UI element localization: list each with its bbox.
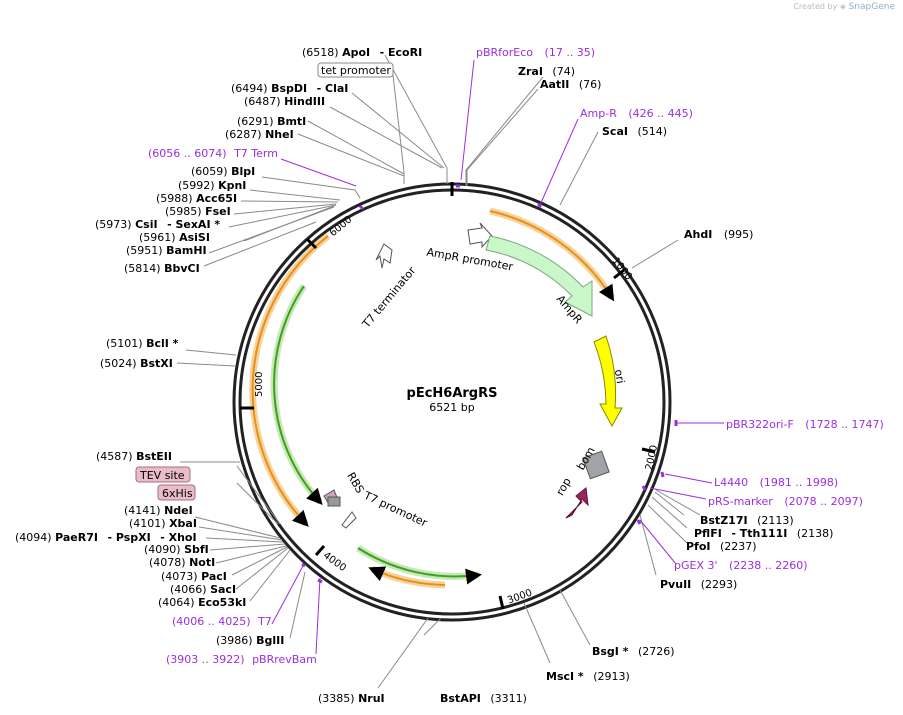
site-ahdi: AhdI (995) <box>684 228 753 241</box>
site-noti: (4078) NotI <box>149 556 215 569</box>
site-bmti: (6291) BmtI <box>237 115 306 128</box>
site-bsgi: BsgI * (2726) <box>592 645 675 658</box>
primer-prs-marker: pRS-marker (2078 .. 2097) <box>708 495 863 508</box>
site-pflfi: PflFI - Tth111I (2138) <box>694 527 833 540</box>
site-bstxi: (5024) BstXI <box>100 357 173 370</box>
site-hindiii: (6487) HindIII <box>244 95 325 108</box>
site-scai: ScaI (514) <box>602 125 667 138</box>
site-bamhi: (5951) BamHI <box>126 244 207 257</box>
his6-label: 6xHis <box>162 487 193 500</box>
brand-name: SnapGene <box>848 2 895 12</box>
t7-terminator-label: T7 terminator <box>359 264 419 331</box>
tet-promoter-box: tet promoter <box>317 62 394 78</box>
leader-lines <box>176 54 701 689</box>
plasmid-name: pEcH6ArgRS <box>407 386 498 401</box>
site-aatii: AatII (76) <box>540 78 601 91</box>
site-bsteii: (4587) BstEII <box>96 450 172 463</box>
site-pvuii: PvuII (2293) <box>660 578 737 591</box>
site-csii: (5973) CsiI - SexAI * <box>95 218 220 231</box>
plasmid-length: 6521 bp <box>429 401 474 414</box>
site-bstz17i: BstZ17I (2113) <box>700 514 794 527</box>
site-asisi: (5961) AsiSI <box>139 231 210 244</box>
tet-promoter-label: tet promoter <box>321 64 391 77</box>
site-nrui: (3385) NruI <box>318 692 385 705</box>
primer-t7: (4006 .. 4025) T7 <box>172 615 272 628</box>
tick-5000: 5000 <box>254 372 265 397</box>
t7-terminator-arrow <box>375 243 393 269</box>
tick-6000: 6000 <box>328 214 355 239</box>
site-nhei: (6287) NheI <box>225 128 294 141</box>
ori-arrow <box>593 335 623 428</box>
primer-marks <box>301 184 678 584</box>
site-saci: (4066) SacI <box>170 583 236 596</box>
rop-arrow <box>565 487 589 519</box>
tick-marks <box>240 182 656 610</box>
primer-pbrforeco: pBRforEco (17 .. 35) <box>476 46 595 59</box>
site-paci: (4073) PacI <box>161 570 227 583</box>
site-fsei: (5985) FseI <box>165 205 231 218</box>
site-bglii: (3986) BglII <box>216 634 284 647</box>
credit-prefix: Created by <box>793 2 838 11</box>
his6-box: 6xHis <box>157 484 196 501</box>
t7-promoter-label: T7 promoter <box>361 488 430 529</box>
rbs-label: RBS <box>344 470 366 496</box>
site-blpi: (6059) BlpI <box>191 165 255 178</box>
ampr-promoter-arrow <box>467 222 493 249</box>
site-bstapi: BstAPI (3311) <box>440 692 527 705</box>
bom-block <box>582 450 610 480</box>
site-bspdi: (6494) BspDI - ClaI <box>231 82 348 95</box>
his6-block <box>327 496 341 507</box>
primer-l4440: L4440 (1981 .. 1998) <box>714 476 838 489</box>
primer-t7-term: (6056 .. 6074) T7 Term <box>148 147 278 160</box>
site-paer7i: (4094) PaeR7I - PspXI - XhoI <box>15 531 197 544</box>
snapgene-logo-icon: ◈ <box>839 2 847 11</box>
site-msci: MscI * (2913) <box>546 670 630 683</box>
primer-pbr322ori-f: pBR322ori-F (1728 .. 1747) <box>726 418 884 431</box>
site-xbai: (4101) XbaI <box>129 517 197 530</box>
tev-site-label: TEV site <box>139 469 185 482</box>
ori-label: ori <box>612 368 627 384</box>
primer-pbrrevbam: (3903 .. 3922) pBRrevBam <box>166 653 317 666</box>
ampr-arrow <box>485 235 593 317</box>
site-acc65i: (5988) Acc65I <box>156 192 237 205</box>
site-zrai: ZraI (74) <box>518 65 575 78</box>
site-kpni: (5992) KpnI <box>178 179 246 192</box>
site-bcli: (5101) BclI * <box>106 337 179 350</box>
site-eco53ki: (4064) Eco53kI <box>158 596 246 609</box>
site-ndei: (4141) NdeI <box>124 504 193 517</box>
t7-promoter-arrow <box>341 511 357 529</box>
site-apoi: (6518) ApoI - EcoRI <box>302 46 422 59</box>
primer-pgex3: pGEX 3' (2238 .. 2260) <box>674 559 808 572</box>
site-pfoi: PfoI (2237) <box>686 540 757 553</box>
tick-2000: 2000 <box>644 444 660 471</box>
tick-1000: 1000 <box>610 256 634 283</box>
rop-label: rop <box>554 476 574 498</box>
primer-amp-r: Amp-R (426 .. 445) <box>580 107 693 120</box>
snapgene-credit: Created by ◈ SnapGene <box>793 2 895 12</box>
site-bbvci: (5814) BbvCI <box>124 262 200 275</box>
primer-lines <box>271 59 724 655</box>
tev-site-box: TEV site <box>135 466 191 483</box>
site-sbfi: (4090) SbfI <box>144 543 209 556</box>
